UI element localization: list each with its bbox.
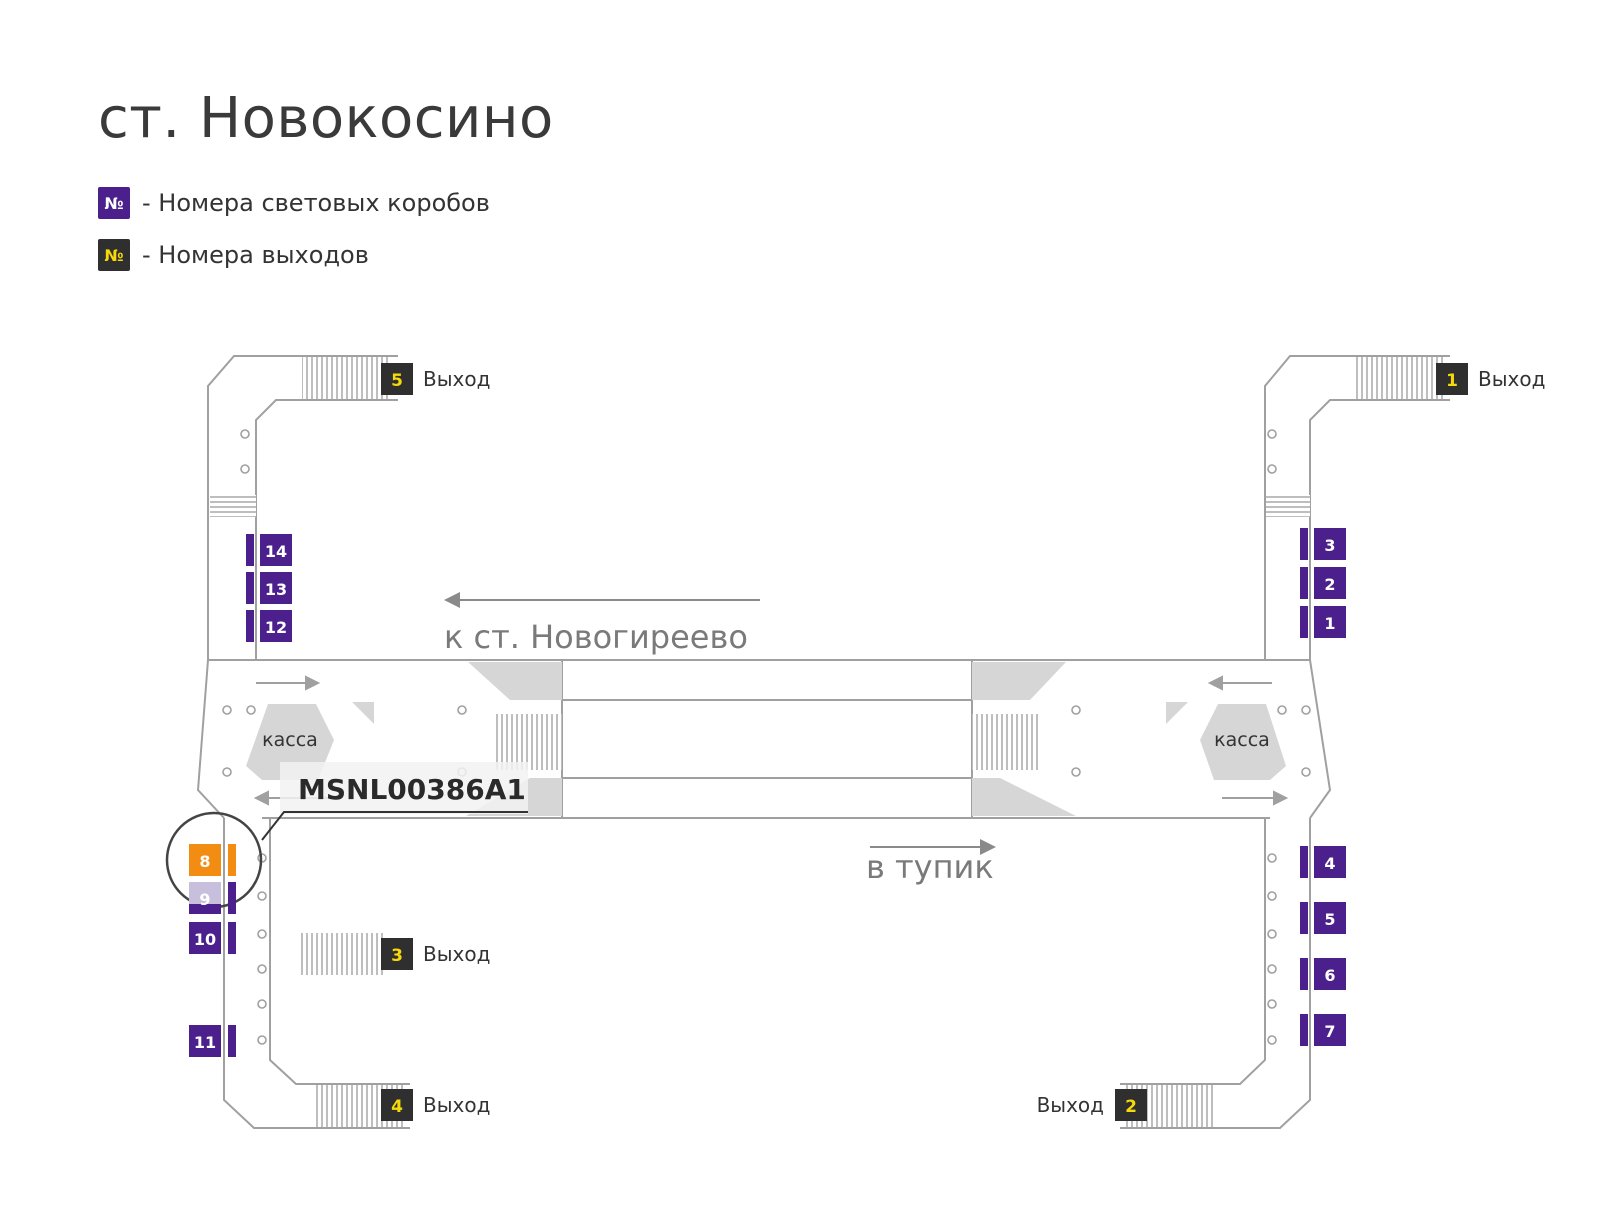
direction-left-label: к ст. Новогиреево <box>444 618 748 656</box>
lightbox-11: 11 <box>189 1025 236 1057</box>
lightbox-12: 12 <box>246 610 292 642</box>
map-number-label: 1 <box>1446 371 1458 391</box>
map-number-label: 10 <box>194 930 216 949</box>
map-number-label: 13 <box>265 580 287 599</box>
map-number-label: 2 <box>1324 575 1335 594</box>
exit-3: 3 Выход <box>381 938 490 970</box>
map-number-label: 11 <box>194 1033 216 1052</box>
exit-1: 1 Выход <box>1436 363 1545 395</box>
lightbox-10: 10 <box>189 922 236 954</box>
map-number-label: 1 <box>1324 614 1335 633</box>
lightbox-13: 13 <box>246 572 292 604</box>
lightbox-4: 4 <box>1300 846 1346 878</box>
lightbox-5: 5 <box>1300 902 1346 934</box>
direction-right: в тупик <box>866 839 996 886</box>
map-number-label: 6 <box>1324 966 1335 985</box>
exit-4-label: Выход <box>423 1093 490 1117</box>
exit-4: 4 Выход <box>381 1089 490 1121</box>
lightbox-7: 7 <box>1300 1014 1346 1046</box>
map-number-label: 7 <box>1324 1022 1335 1041</box>
map-number-label: 4 <box>1324 854 1335 873</box>
map-number-label: 2 <box>1125 1097 1137 1117</box>
page-title: ст. Новокосино <box>98 86 554 151</box>
exit-5: 5 Выход <box>381 363 490 395</box>
map-number-label: 9 <box>199 890 210 909</box>
columns <box>222 429 1311 1045</box>
exit-number-chip: № <box>98 239 130 271</box>
map-number-label: 8 <box>199 852 210 871</box>
exit-3-label: Выход <box>423 942 490 966</box>
exits: 5 Выход 1 Выход 3 Выход 4 Выход 2 Выход <box>381 363 1545 1121</box>
exit-2-label: Выход <box>1037 1093 1104 1117</box>
lightbox-number-chip: № <box>98 187 130 219</box>
lightbox-3: 3 <box>1300 528 1346 560</box>
legend-exit: № - Номера выходов <box>98 239 369 271</box>
ticket-office-left-label: касса <box>262 729 318 751</box>
highlight-code: MSNL00386A1 <box>298 773 526 806</box>
ticket-office-right-label: касса <box>1214 729 1270 751</box>
exit-2: 2 Выход <box>1037 1089 1147 1121</box>
legend-exit-text: - Номера выходов <box>142 241 369 269</box>
map-number-label: 14 <box>265 542 287 561</box>
map-number-label: 12 <box>265 618 287 637</box>
legend-lightbox: № - Номера световых коробов <box>98 187 490 219</box>
direction-right-label: в тупик <box>866 848 994 886</box>
lightbox-1: 1 <box>1300 606 1346 638</box>
map-number-label: 3 <box>1324 536 1335 555</box>
map-number-label: 4 <box>391 1097 403 1117</box>
direction-left: к ст. Новогиреево <box>444 592 760 656</box>
lightbox-2: 2 <box>1300 567 1346 599</box>
legend-lightbox-text: - Номера световых коробов <box>142 189 490 217</box>
lightbox-6: 6 <box>1300 958 1346 990</box>
lightbox-14: 14 <box>246 534 292 566</box>
ticket-office-right: касса <box>1200 704 1286 780</box>
map-number-label: 3 <box>391 946 403 966</box>
lightboxes: 14 13 12 3 2 1 4 5 6 7 8 9 10 11 <box>189 528 1346 1057</box>
ramps <box>352 662 1188 816</box>
lightbox-9: 9 <box>189 882 236 914</box>
highlight-annotation: MSNL00386A1 <box>165 762 528 909</box>
map-number-label: 5 <box>1324 910 1335 929</box>
exit-1-label: Выход <box>1478 367 1545 391</box>
map-number-label: 5 <box>391 371 403 391</box>
lightbox-8-highlighted: 8 <box>189 844 236 876</box>
ticket-office-left: касса <box>246 704 334 780</box>
exit-5-label: Выход <box>423 367 490 391</box>
station-walls <box>196 355 1450 1129</box>
